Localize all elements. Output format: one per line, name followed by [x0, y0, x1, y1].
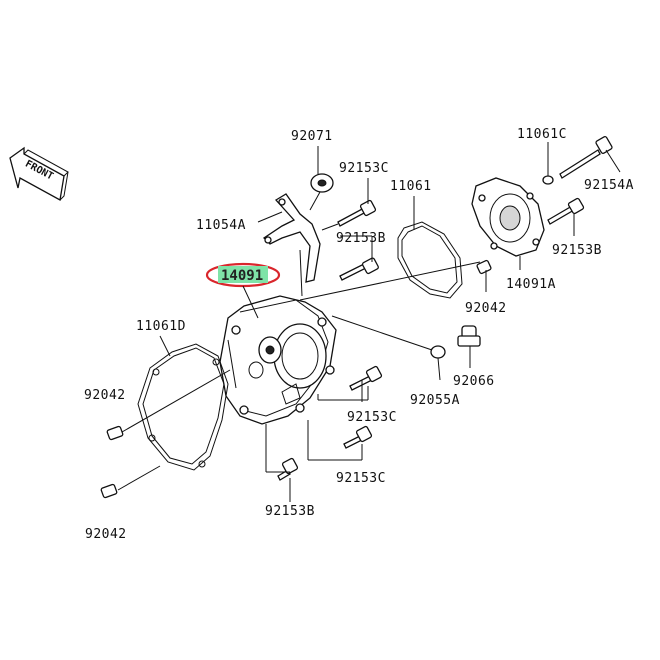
- label-14091a[interactable]: 14091A: [506, 277, 556, 292]
- label-92055a[interactable]: 92055A: [410, 393, 460, 408]
- bolt-92153b-bottom: [277, 457, 299, 481]
- highlighted-part-callout[interactable]: 14091: [205, 262, 281, 288]
- label-92153c-low[interactable]: 92153C: [336, 471, 386, 486]
- bolt-92153c-top: [337, 199, 377, 227]
- label-11061c[interactable]: 11061C: [517, 127, 567, 142]
- bolt-92153c-mid: [349, 365, 383, 391]
- bolt-92154a: [559, 136, 613, 179]
- dowel-pin-lower-left: [100, 483, 118, 499]
- front-direction-arrow: FRONT: [9, 146, 69, 202]
- label-92154a[interactable]: 92154A: [584, 178, 634, 193]
- label-92153c-top[interactable]: 92153C: [339, 161, 389, 176]
- washer-11061c: [542, 175, 554, 185]
- label-92042-right[interactable]: 92042: [465, 301, 507, 316]
- dowel-pin-upper-left: [106, 425, 124, 441]
- label-11061[interactable]: 11061: [390, 179, 432, 194]
- label-92153b-right[interactable]: 92153B: [552, 243, 602, 258]
- label-11061d[interactable]: 11061D: [136, 319, 186, 334]
- o-ring-92055a: [430, 345, 446, 359]
- highlight-fill: [218, 266, 268, 283]
- label-92153c-mid[interactable]: 92153C: [347, 410, 397, 425]
- cover-14091a: [471, 177, 545, 257]
- bracket-11054a: [262, 193, 321, 283]
- highlighted-part-number: 14091: [221, 268, 263, 284]
- gasket-11061d: [137, 343, 229, 471]
- bolt-92153b-mid: [339, 257, 379, 281]
- label-92066[interactable]: 92066: [453, 374, 495, 389]
- washer-92071: [310, 173, 334, 193]
- label-92042-left-bottom[interactable]: 92042: [85, 527, 127, 542]
- generator-cover: [219, 295, 337, 425]
- label-92153b-bottom[interactable]: 92153B: [265, 504, 315, 519]
- gasket-11061: [397, 221, 463, 299]
- plug-92066: [457, 325, 481, 347]
- leader-lines: [117, 142, 621, 502]
- bolt-92153b-right: [547, 197, 585, 225]
- label-92153b-mid[interactable]: 92153B: [336, 231, 386, 246]
- label-92071[interactable]: 92071: [291, 129, 333, 144]
- label-92042-left-top[interactable]: 92042: [84, 388, 126, 403]
- bolt-92153c-low: [343, 425, 373, 449]
- label-11054a[interactable]: 11054A: [196, 218, 246, 233]
